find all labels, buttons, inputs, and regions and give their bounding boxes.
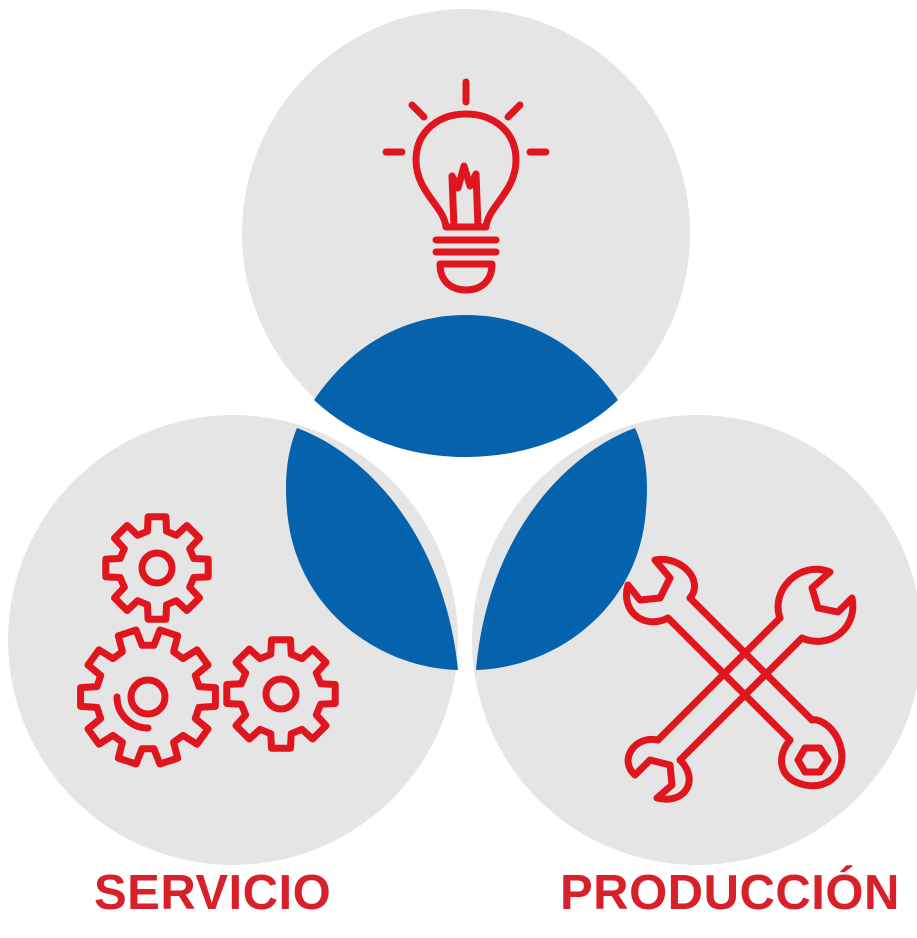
gear-outline <box>77 626 219 768</box>
gear-arc <box>113 693 152 732</box>
label-servicio: SERVICIO <box>94 866 332 920</box>
crossed-wrenches-icon <box>623 555 857 803</box>
gear-hole <box>138 549 176 587</box>
top-circle <box>242 9 690 457</box>
gear-hole <box>127 676 169 718</box>
label-produccion: PRODUCCIÓN <box>560 866 900 920</box>
gear-outline <box>102 513 212 623</box>
center-right-petal <box>476 428 647 670</box>
center-top-petal <box>314 315 618 457</box>
lightbulb-icon <box>382 78 550 294</box>
gear-hole <box>262 675 300 713</box>
center-left-petal <box>286 428 458 670</box>
gear-outline <box>223 636 339 752</box>
gears-icon <box>77 513 339 768</box>
